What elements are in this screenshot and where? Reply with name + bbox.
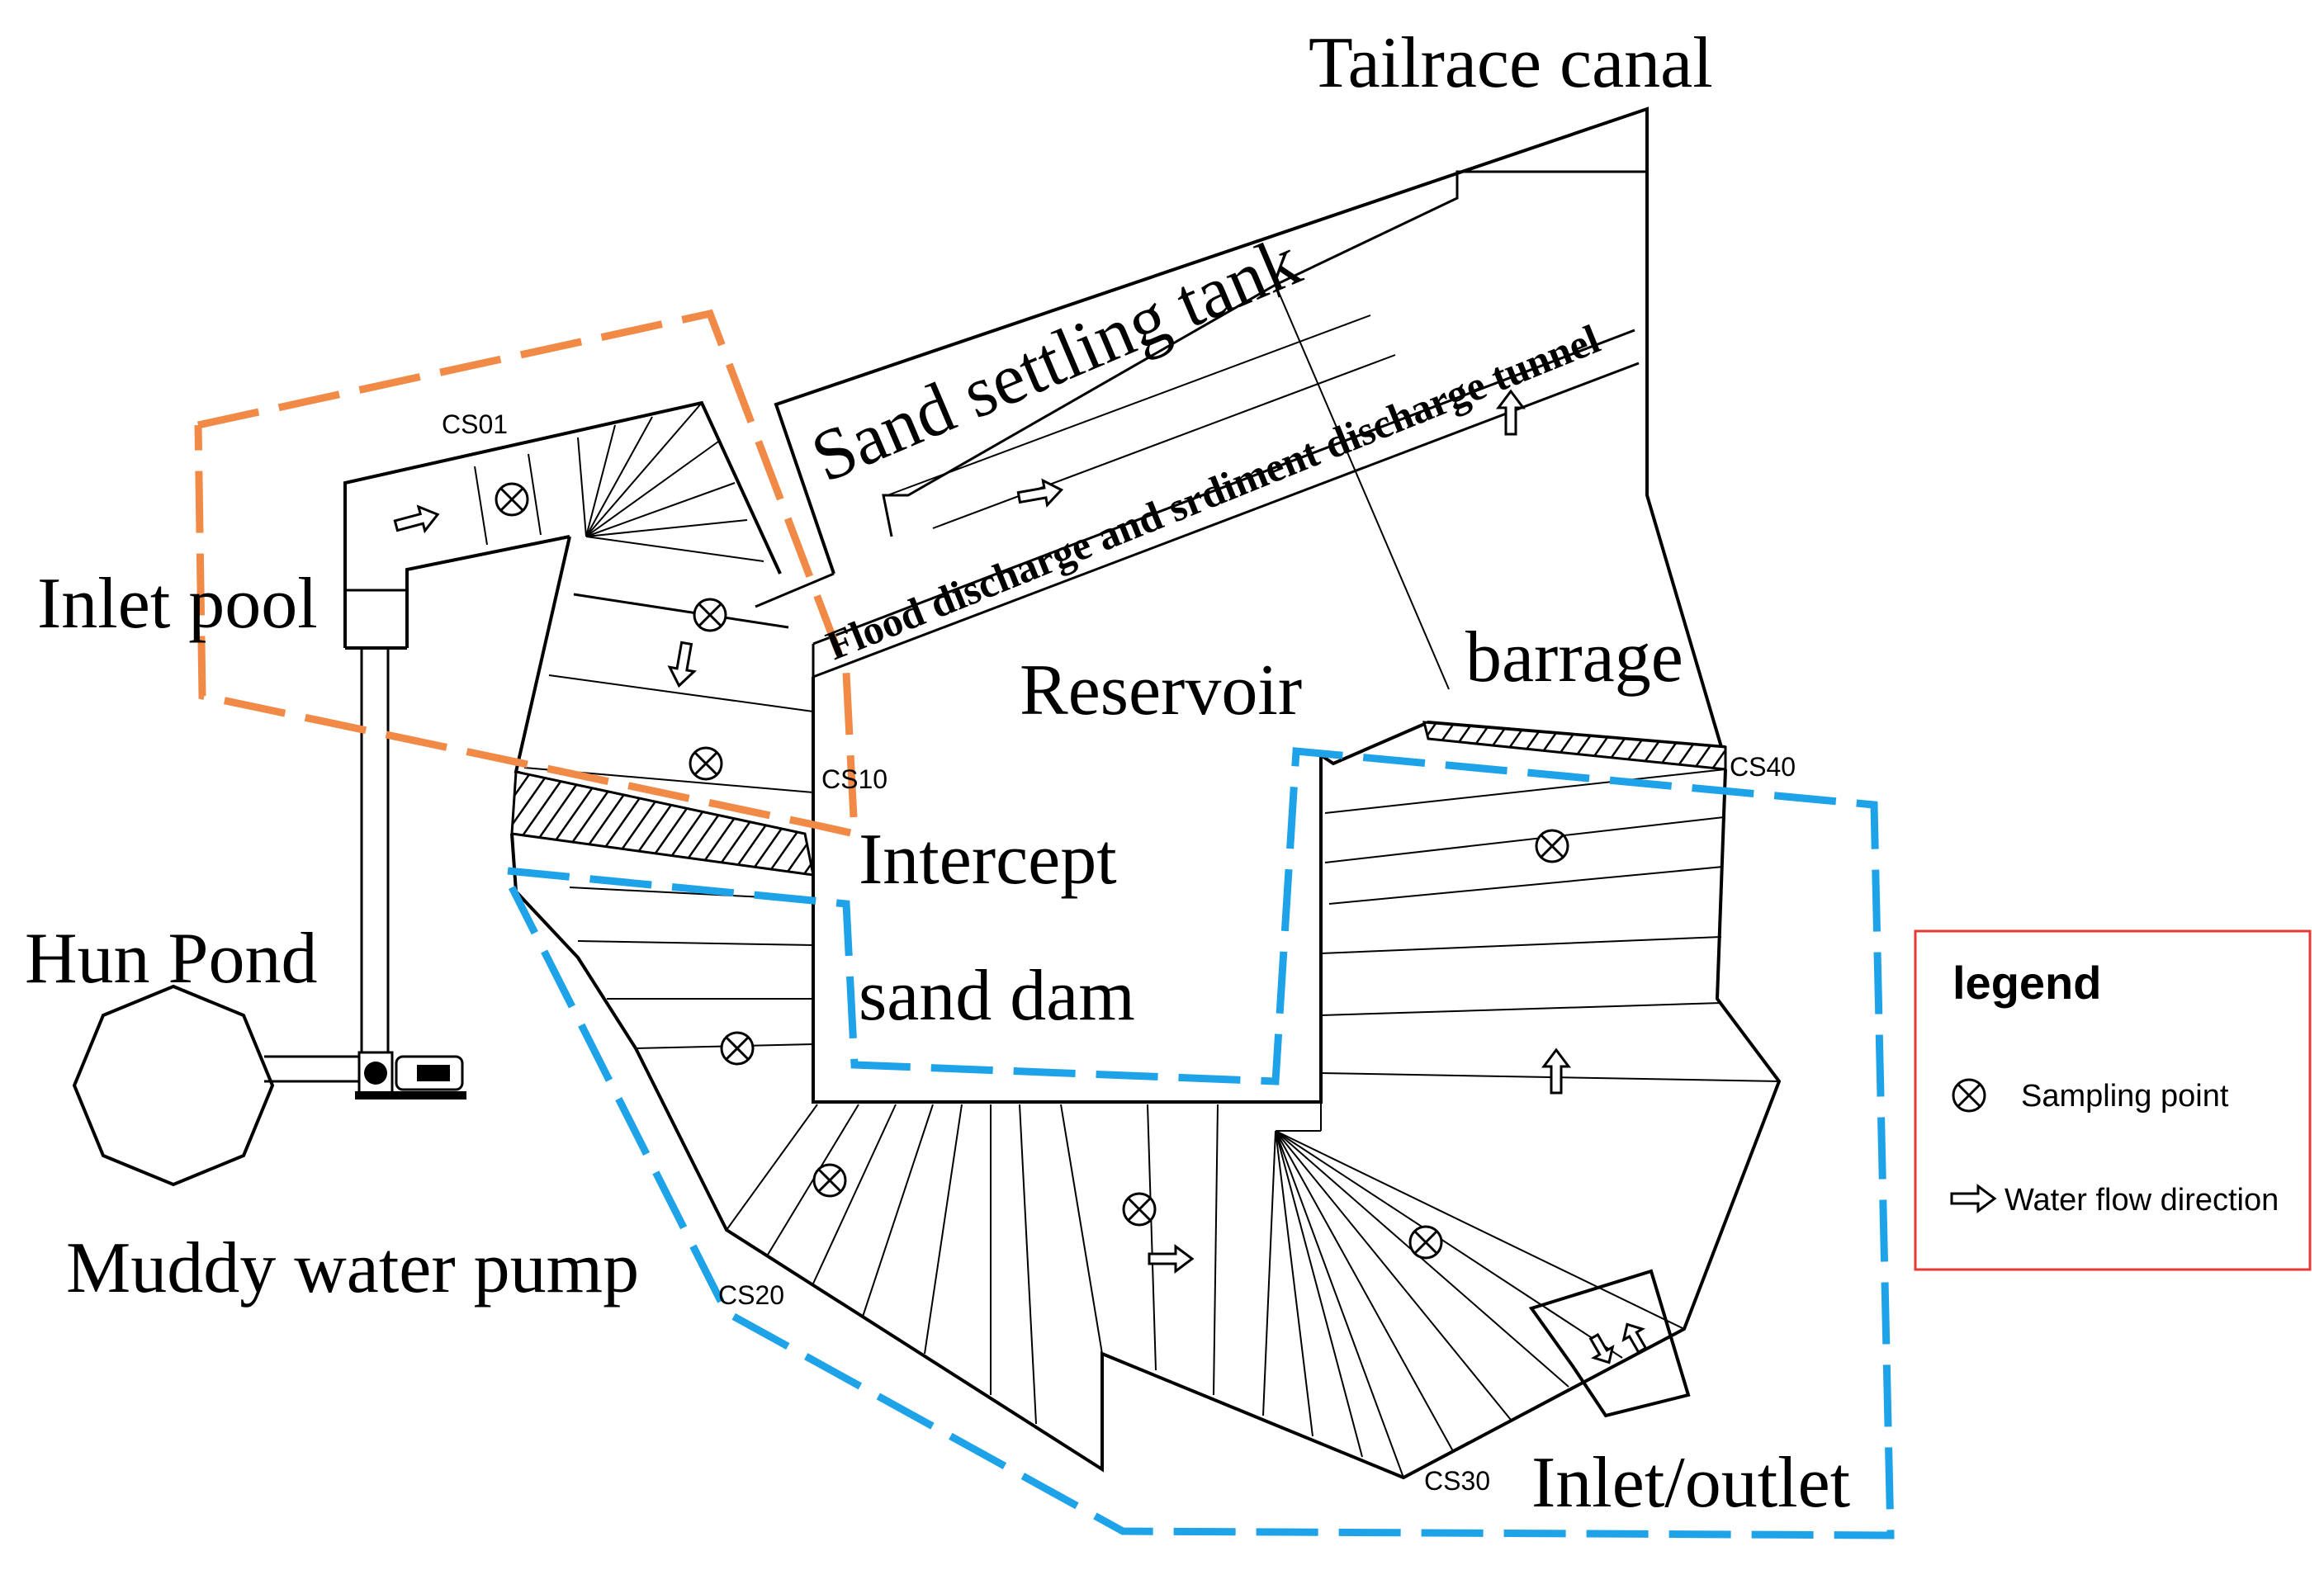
legend-flow-label: Water flow direction — [2005, 1183, 2279, 1218]
reservoir-label: Reservoir — [1020, 650, 1302, 731]
hun-pond-shape — [72, 984, 275, 1187]
sampling-point — [1408, 1225, 1443, 1260]
legend-box: legend Sampling point Water flow directi… — [1914, 929, 2312, 1271]
cs20-label: CS20 — [718, 1280, 784, 1310]
diagram-labels: Tailrace canal Sand settling tank Flood … — [25, 23, 1850, 1523]
legend-sampling-label: Sampling point — [2021, 1079, 2229, 1114]
sampling-point — [1122, 1192, 1157, 1227]
sampling-point — [689, 746, 723, 781]
flow-arrow-icon — [391, 501, 443, 539]
sampling-point — [812, 1163, 847, 1198]
hun-pond-label: Hun Pond — [25, 919, 318, 999]
sampling-point — [720, 1031, 755, 1066]
legend-flow-arrow-icon — [1950, 1184, 1997, 1213]
inlet-outlet-label: Inlet/outlet — [1531, 1443, 1850, 1523]
blue-region-outline — [507, 747, 1895, 1539]
flow-arrow-icon — [1542, 1048, 1570, 1095]
barrage-dam — [1422, 721, 1727, 771]
tailrace-canal-label: Tailrace canal — [1309, 23, 1713, 103]
cs40-label: CS40 — [1730, 752, 1796, 782]
muddy-water-pump-label: Muddy water pump — [66, 1228, 639, 1308]
cs30-label: CS30 — [1424, 1466, 1490, 1496]
flow-arrow-icon — [1148, 1245, 1194, 1273]
sampling-point — [1535, 829, 1569, 863]
pump-icon — [355, 1051, 466, 1099]
intercept-label: Intercept — [859, 820, 1117, 900]
sand-dam-label: sand dam — [859, 956, 1135, 1036]
inlet-pool — [343, 400, 782, 650]
sand-settling-tank-label: Sand settling tank — [801, 221, 1311, 499]
cs10-label: CS10 — [821, 764, 887, 794]
flow-arrow-icon — [665, 640, 700, 689]
legend-sampling-icon — [1952, 1078, 1986, 1113]
orange-region-outline — [194, 309, 859, 839]
intercept-dam — [510, 770, 815, 877]
lower-reservoir — [510, 768, 1782, 1480]
legend-title: legend — [1952, 957, 2101, 1009]
inlet-outlet-structure — [1528, 1269, 1691, 1418]
inlet-pool-label: Inlet pool — [37, 564, 318, 644]
sampling-point — [693, 598, 727, 632]
barrage-label: barrage — [1465, 617, 1683, 698]
tailrace-channel — [774, 106, 1723, 748]
inlet-pipe — [264, 648, 390, 1083]
sampling-point — [495, 482, 529, 517]
cs01-label: CS01 — [442, 409, 508, 439]
